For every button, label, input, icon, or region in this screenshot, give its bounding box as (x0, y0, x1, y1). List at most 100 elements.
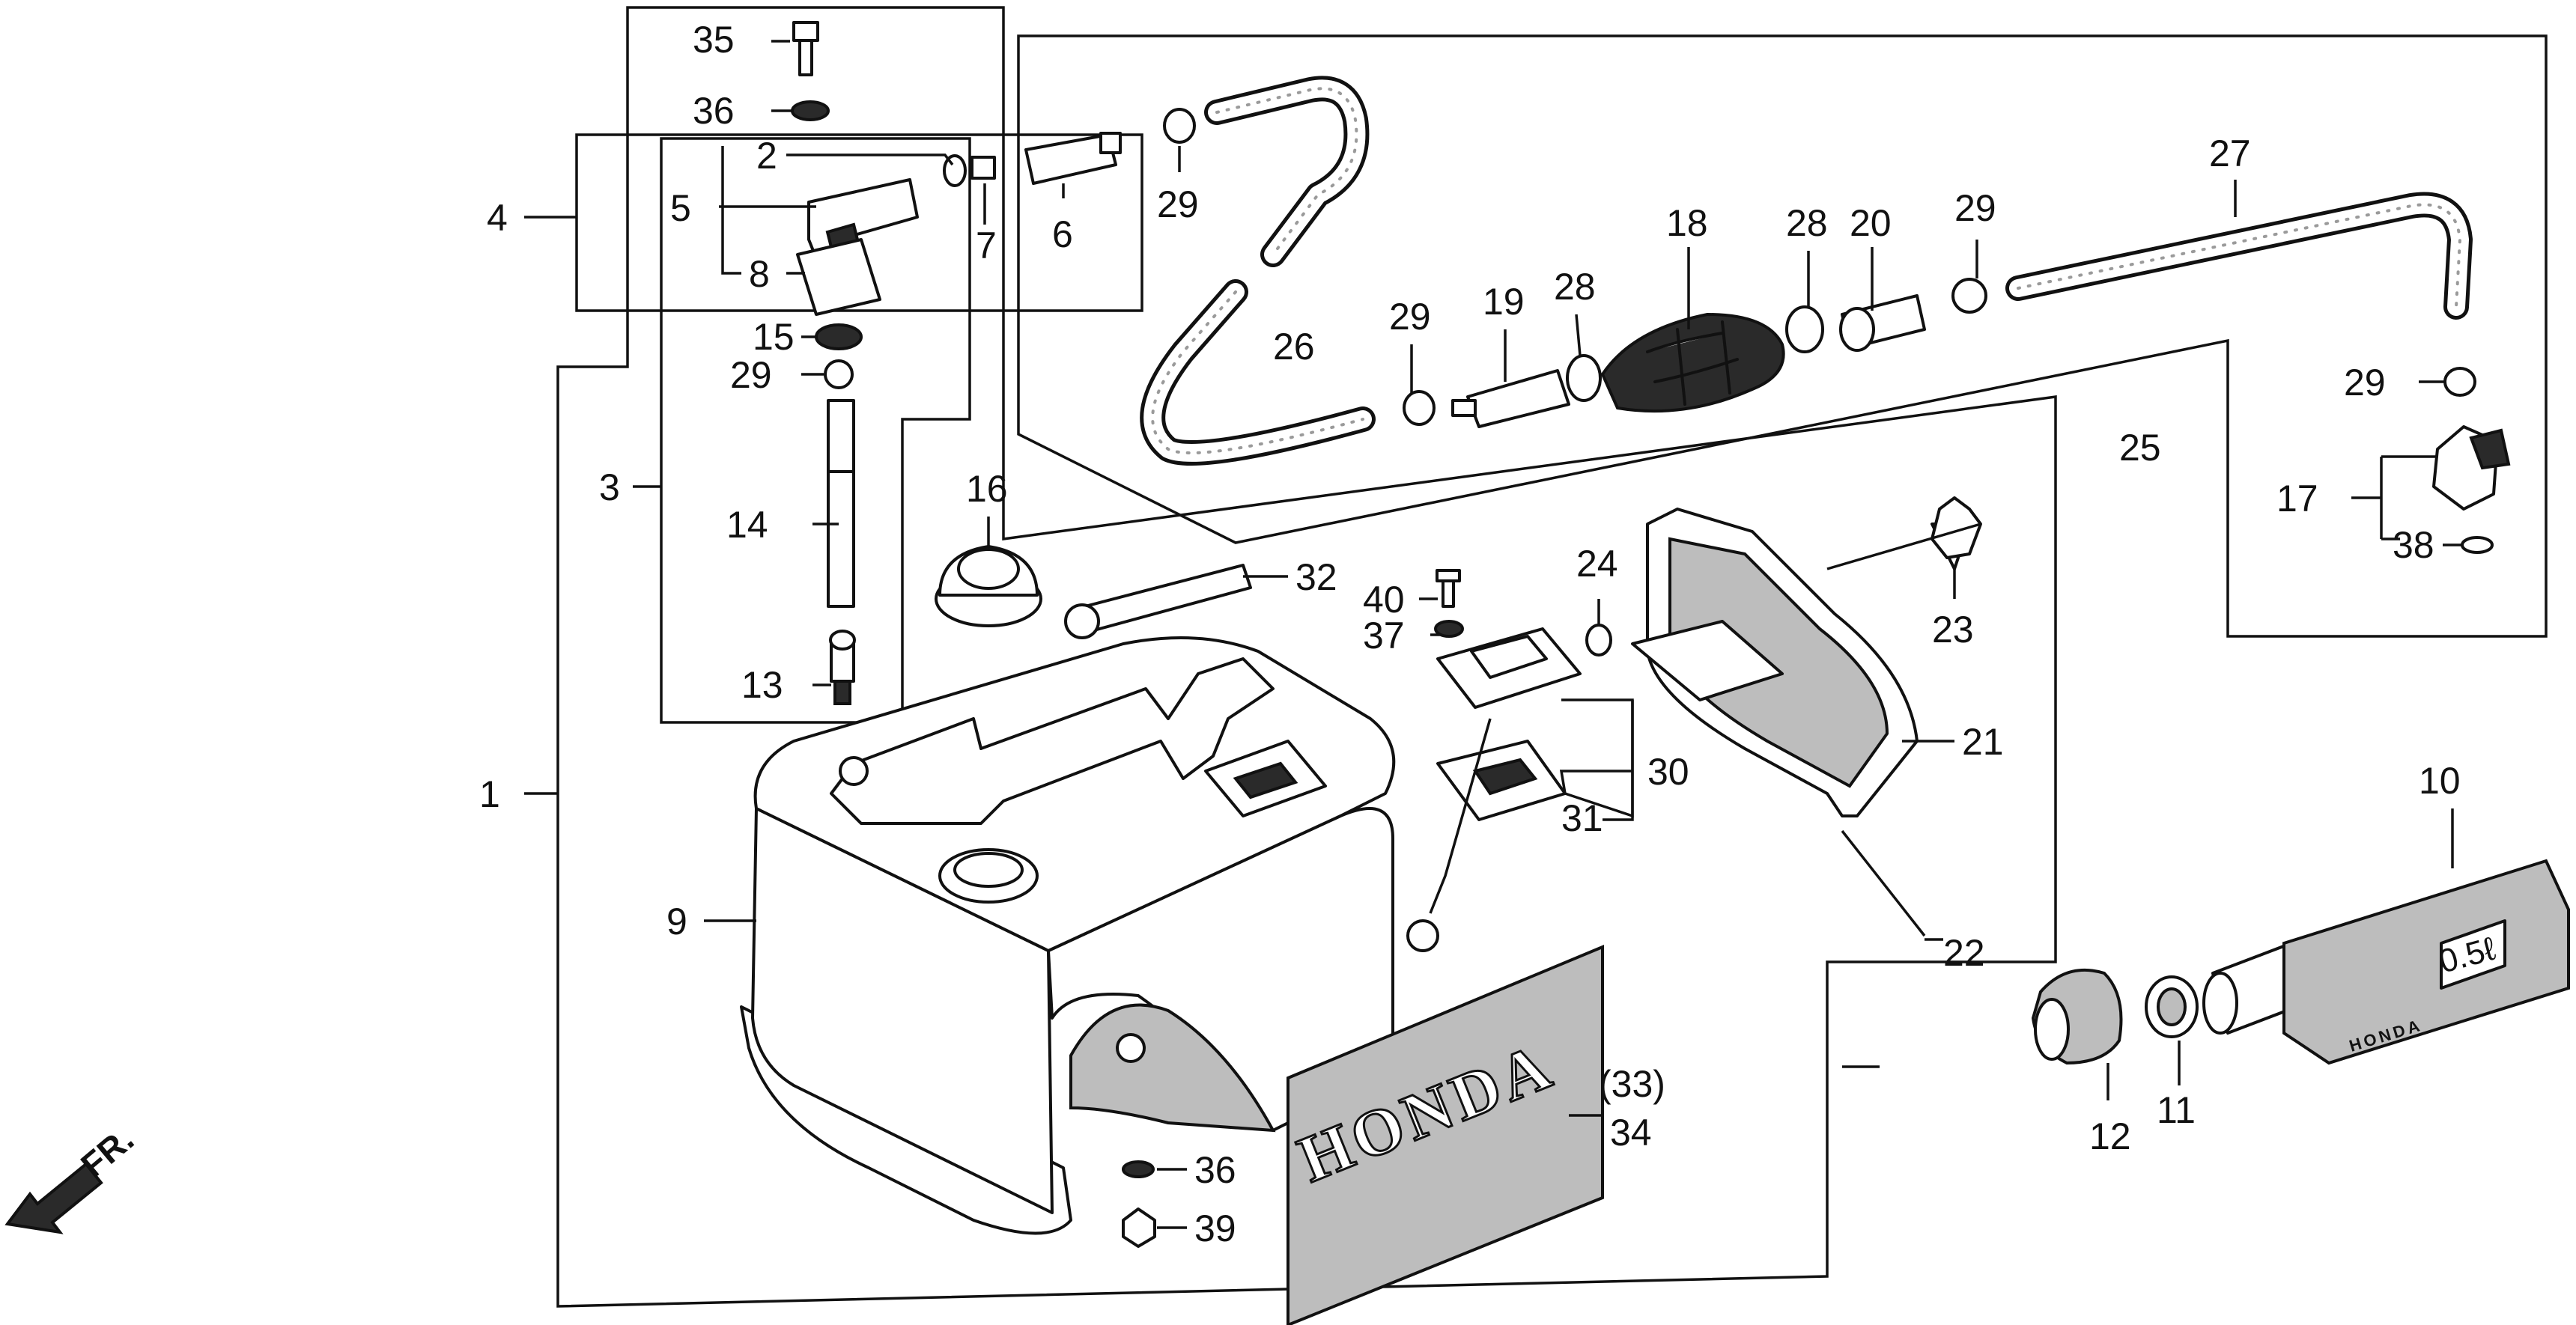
callout-1: 1 (479, 773, 500, 815)
nut-39 (1122, 1207, 1156, 1248)
callout-12: 12 (2089, 1115, 2131, 1157)
callout-21: 21 (1962, 721, 2004, 763)
callout-19: 19 (1483, 281, 1525, 323)
callout-15: 15 (753, 316, 795, 358)
bottom-fasteners (1116, 1033, 1156, 1248)
knob-23 (1931, 496, 1982, 559)
bolt-35-group (791, 21, 830, 121)
gauge-float (1406, 919, 1439, 952)
fitting-6-tip (1099, 132, 1122, 154)
right-gauge-parts: 0.5ℓ HONDA (2031, 859, 2570, 1065)
clip-29-right (1951, 278, 1987, 314)
callout-32: 32 (1295, 556, 1337, 598)
callout-24: 24 (1576, 543, 1618, 585)
frame-tank-assembly (556, 6, 2057, 1308)
fuel-joint (796, 132, 1122, 316)
washer-36-top (791, 100, 830, 121)
hose-26 (1140, 76, 1376, 466)
callout-7: 7 (976, 225, 997, 266)
gauge-gasket-hole (1472, 758, 1538, 796)
tank-gauge-boss-inner (1233, 761, 1298, 799)
callout-10: 10 (2419, 760, 2461, 802)
callout-5: 5 (670, 187, 691, 229)
bolt-35-shank (798, 39, 813, 76)
callout-33: (33) (1599, 1063, 1665, 1105)
tank-handle-boss (839, 756, 869, 786)
hose-26-outer (1140, 76, 1376, 466)
callout-36-bottom: 36 (1194, 1149, 1236, 1191)
callout-31: 31 (1561, 797, 1603, 839)
cap-16-top (957, 548, 1020, 590)
connector-17-group (2432, 367, 2511, 554)
callout-13: 13 (741, 664, 783, 706)
o-ring-2 (943, 154, 967, 187)
washer-24 (1585, 624, 1612, 657)
fuel-gauge-assembly (1406, 569, 1582, 952)
callout-18: 18 (1666, 202, 1708, 244)
strainer-13-tip (833, 680, 851, 705)
callout-28-right: 28 (1786, 202, 1828, 244)
callout-29-tube: 29 (730, 354, 772, 396)
callout-3: 3 (599, 466, 620, 508)
dipstick-22 (1841, 829, 1926, 937)
tank-front-face (751, 807, 1054, 1214)
connector-17-lever (2469, 428, 2511, 470)
tank-filler-neck-inner (953, 852, 1024, 888)
primer-bulb-18 (1600, 312, 1785, 413)
callout-26: 26 (1273, 326, 1315, 368)
cap-12-face (2034, 998, 2070, 1061)
callout-11: 11 (2157, 1089, 2196, 1131)
seal-8 (796, 238, 881, 316)
callout-29-hose: 29 (1157, 183, 1199, 225)
clip-29-left (1403, 390, 1436, 426)
clip-29-hose-top (1163, 108, 1196, 144)
gauge-10-body (2282, 859, 2570, 1065)
direction-indicator: FR. (4, 1119, 141, 1234)
callout-2: 2 (756, 135, 777, 177)
washer-36-bottom (1122, 1160, 1155, 1178)
callout-28-left: 28 (1554, 266, 1596, 308)
tube-14-upper (827, 399, 855, 473)
assembly-frames (556, 6, 2548, 1308)
callout-30: 30 (1647, 751, 1689, 793)
callout-16: 16 (966, 468, 1008, 510)
tube-14-lower (827, 470, 855, 608)
tank-handle (830, 657, 1275, 825)
frame-joint-assembly (575, 133, 1143, 312)
callout-27: 27 (2209, 132, 2251, 174)
primer-bulb-18-ribs (1646, 320, 1739, 406)
leader-lines (524, 40, 2462, 1229)
callout-labels: 35 36 2 4 5 8 7 6 29 15 29 3 14 13 1 16 … (479, 19, 2461, 1249)
callout-29-left: 29 (1389, 296, 1431, 338)
callout-14: 14 (726, 504, 768, 546)
check-valve-19-nozzle (1451, 399, 1477, 417)
primer-bulb-line (1403, 278, 1987, 428)
callout-17: 17 (2276, 478, 2318, 520)
strainer-13-cap (829, 630, 856, 651)
washer-37 (1434, 620, 1464, 638)
stud-36-tank (1116, 1033, 1146, 1063)
cap-strap-32 (1064, 564, 1252, 639)
callout-22: 22 (1943, 932, 1985, 974)
clip-29-connector (2443, 367, 2476, 397)
fuel-tank (740, 636, 1396, 1235)
callout-29-right: 29 (1954, 187, 1996, 229)
gauge-10-neck (2202, 972, 2238, 1035)
clip-28-left (1566, 354, 1602, 402)
callout-29-connector: 29 (2344, 362, 2386, 403)
o-ring-11-inner (2157, 987, 2187, 1026)
grommet-15 (815, 323, 863, 350)
callout-40: 40 (1363, 579, 1405, 621)
honda-decal: HONDA (1287, 945, 1604, 1325)
screw-40-head (1436, 569, 1461, 582)
callout-38: 38 (2393, 524, 2434, 566)
clip-7 (970, 156, 996, 180)
check-valve-20-ring (1839, 307, 1875, 352)
tank-cover-21 (1585, 496, 1982, 937)
frame-fuel-line (1017, 34, 2548, 638)
clip-28-right (1785, 305, 1824, 353)
pickup-tube (815, 323, 863, 705)
strap-32-ring (1064, 603, 1100, 639)
callout-34: 34 (1610, 1112, 1652, 1154)
